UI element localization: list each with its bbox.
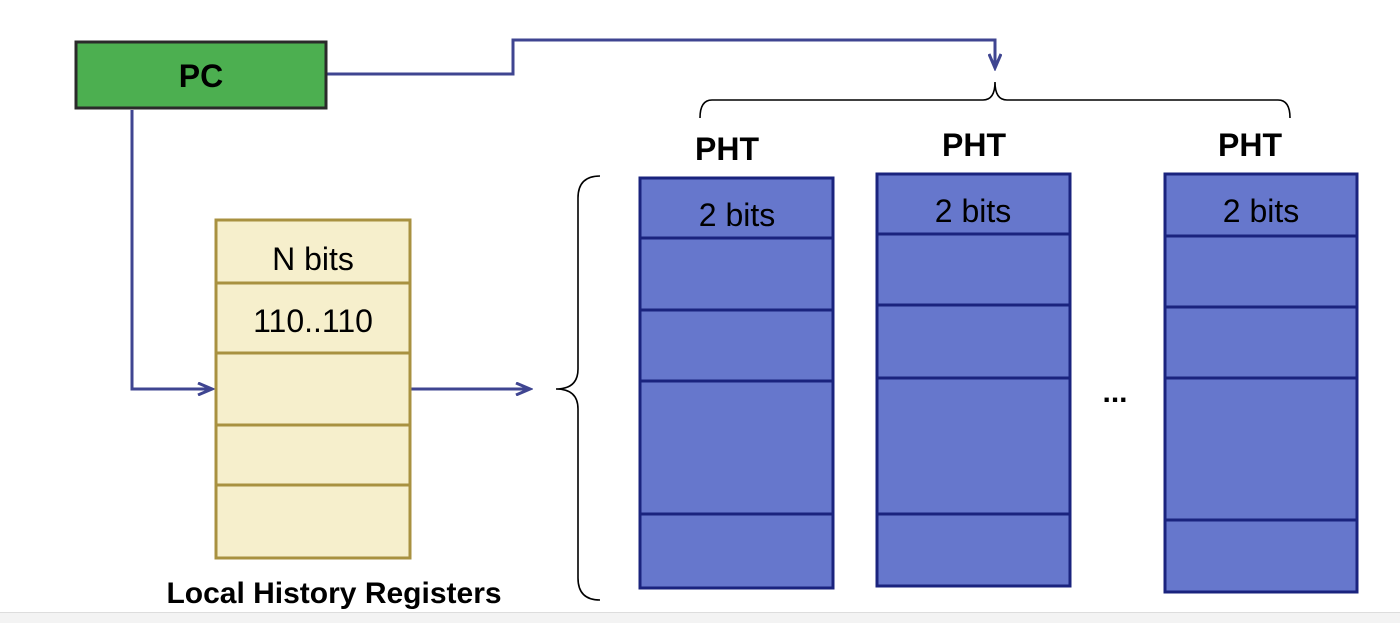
lhr-cell-text: 110..110 — [253, 303, 373, 339]
pht-ellipsis: ... — [1102, 376, 1127, 409]
pht-label: PHT — [695, 131, 759, 167]
pht-group-brace — [555, 175, 601, 601]
lhr-cell-text: N bits — [272, 241, 354, 277]
pht-cell-text: 2 bits — [1223, 193, 1299, 229]
pc-box — [74, 40, 328, 110]
pc-to-pht-connector — [326, 38, 995, 76]
pht-cell-text: 2 bits — [699, 197, 775, 233]
bottom-strip — [0, 612, 1400, 623]
pc-register: PC — [74, 40, 328, 110]
pht-table: PHT 2 bits — [638, 131, 835, 590]
pht-table: PHT 2 bits — [1163, 127, 1359, 594]
pht-label: PHT — [942, 127, 1006, 163]
pht-body — [875, 172, 1072, 588]
local-history-registers: N bits 110..110 Local History Registers — [166, 218, 502, 610]
pc-label: PC — [179, 58, 223, 94]
pc-to-lhr-connector — [130, 110, 212, 389]
pht-body — [638, 176, 835, 590]
pht-cell-text: 2 bits — [935, 193, 1011, 229]
lhr-caption: Local History Registers — [166, 577, 501, 610]
pht-table: PHT 2 bits — [875, 127, 1072, 588]
pht-body — [1163, 172, 1359, 594]
pht-label: PHT — [1218, 127, 1282, 163]
lhr-table — [214, 218, 412, 560]
pht-selection-brace — [699, 81, 1291, 119]
